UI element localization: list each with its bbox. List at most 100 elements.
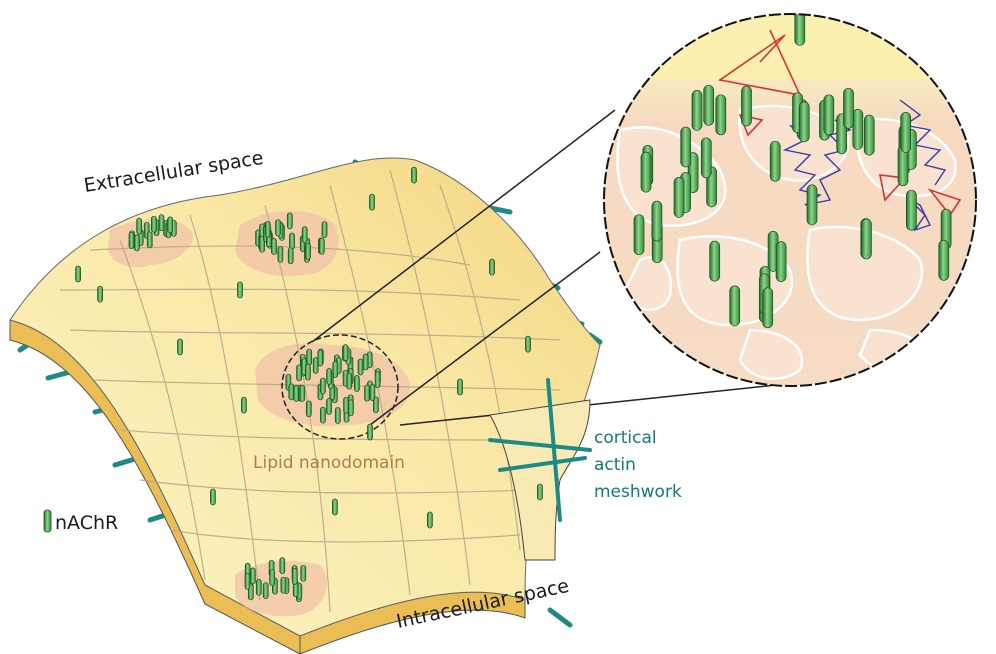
receptor <box>343 396 349 414</box>
receptor <box>305 243 311 260</box>
receptor <box>146 231 153 249</box>
receptor <box>354 375 360 392</box>
receptor <box>167 216 173 234</box>
receptor <box>709 240 721 282</box>
receptor <box>291 568 298 585</box>
receptor <box>906 189 917 231</box>
receptor <box>633 214 645 256</box>
receptor <box>318 237 325 255</box>
receptor <box>286 212 293 230</box>
receptor <box>244 572 251 590</box>
receptor <box>364 384 370 402</box>
zoom-view <box>603 13 977 387</box>
receptor <box>210 488 216 506</box>
receptor <box>357 358 364 376</box>
receptor <box>775 241 787 282</box>
receptor <box>489 258 495 276</box>
receptor <box>794 14 806 46</box>
receptor <box>326 398 332 415</box>
receptor <box>262 582 269 599</box>
zoom-receptors <box>633 14 952 329</box>
receptor <box>237 281 243 299</box>
receptor <box>729 285 741 327</box>
receptor <box>287 247 294 265</box>
receptor <box>280 576 287 594</box>
receptor <box>823 94 835 136</box>
extracellular-label: Extracellular space <box>82 147 265 197</box>
receptor <box>715 94 727 136</box>
receptor <box>342 344 349 361</box>
receptor <box>279 557 286 574</box>
receptor <box>301 226 308 243</box>
actin-label-line2: actin <box>594 455 636 475</box>
receptor <box>97 285 103 303</box>
receptor <box>177 338 183 356</box>
receptor <box>264 221 271 238</box>
receptor <box>151 215 157 233</box>
receptor <box>900 112 912 153</box>
receptor <box>861 218 872 260</box>
receptor <box>369 193 375 211</box>
receptor <box>320 406 326 424</box>
receptor <box>288 383 295 401</box>
receptor <box>680 126 692 168</box>
receptor <box>703 84 715 126</box>
receptor <box>332 361 339 378</box>
receptor <box>798 101 810 143</box>
receptor <box>843 87 854 129</box>
membrane-cutout <box>489 399 591 561</box>
receptor <box>271 238 277 255</box>
receptor <box>320 377 326 395</box>
receptor <box>326 368 332 385</box>
receptor <box>255 579 262 596</box>
receptor <box>369 384 376 401</box>
receptor <box>673 177 685 218</box>
receptor <box>289 232 295 250</box>
receptor <box>128 232 135 249</box>
receptor <box>537 483 543 501</box>
receptor <box>427 511 433 529</box>
receptor <box>362 353 369 371</box>
receptor <box>275 219 281 237</box>
receptor <box>457 378 463 396</box>
receptor <box>806 184 818 226</box>
receptor <box>863 114 875 156</box>
receptor <box>296 364 302 382</box>
receptor <box>305 363 311 381</box>
actin-label-line3: meshwork <box>594 482 682 502</box>
receptor <box>762 287 774 329</box>
receptor <box>241 396 247 414</box>
receptor <box>334 407 341 424</box>
receptor <box>640 151 652 193</box>
receptor <box>348 399 354 417</box>
receptor <box>136 217 143 235</box>
legend-nachr-label: nAChR <box>55 512 118 534</box>
receptor <box>299 385 306 402</box>
diffusion-path-red <box>717 29 962 217</box>
receptor <box>769 140 781 182</box>
receptor <box>158 214 165 231</box>
receptor <box>269 569 276 587</box>
receptor <box>321 221 328 238</box>
zoom-nanodomain-pattern <box>616 104 957 380</box>
receptor <box>317 349 324 367</box>
receptor <box>134 234 140 252</box>
receptor <box>305 400 312 418</box>
nanodomain-label: Lipid nanodomain <box>253 453 405 473</box>
receptor <box>367 423 373 441</box>
zoom-source-circle <box>281 334 399 440</box>
receptor <box>300 564 307 582</box>
receptor <box>651 200 663 242</box>
zoom-connector <box>311 109 786 426</box>
receptor <box>277 245 284 263</box>
receptor <box>374 371 381 388</box>
receptor-legend-icon <box>43 509 52 533</box>
receptor <box>852 109 864 150</box>
receptor <box>75 265 81 283</box>
receptor <box>373 396 379 414</box>
receptor <box>691 90 703 131</box>
legend: nAChR <box>43 509 118 534</box>
receptor <box>306 348 313 366</box>
receptor <box>332 498 338 516</box>
